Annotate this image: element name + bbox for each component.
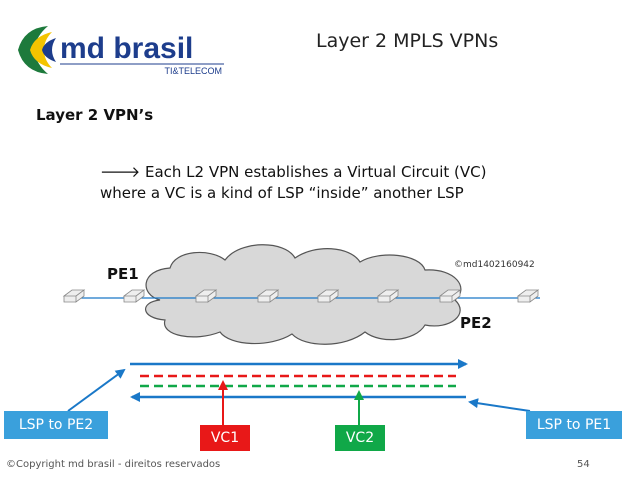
pe1-label: PE1 [107,265,139,283]
slide-title: Layer 2 MPLS VPNs [316,30,499,52]
router-icon [256,289,280,303]
lsp-to-pe2-label: LSP to PE2 [4,411,108,439]
body-line-1: 🡒 Each L2 VPN establishes a Virtual Circ… [100,163,487,181]
pe2-label: PE2 [460,314,492,332]
vc1-label: VC1 [200,425,250,451]
svg-text:md brasil: md brasil [60,32,193,65]
router-icon [62,289,86,303]
section-heading: Layer 2 VPN’s [36,106,154,124]
router-icon [516,289,540,303]
svg-text:TI&TELECOM: TI&TELECOM [164,66,222,76]
router-icon [376,289,400,303]
router-icon [316,289,340,303]
router-icon [194,289,218,303]
vc2-label: VC2 [335,425,385,451]
lsp-to-pe1-label: LSP to PE1 [526,411,622,439]
body-line-2: where a VC is a kind of LSP “inside” ano… [100,184,464,202]
router-icon [122,289,146,303]
brazil-flag-swoosh-icon [18,26,56,74]
router-icon [438,289,462,303]
mpls-cloud [145,244,462,345]
md-brasil-logo: md brasil TI&TELECOM [18,26,224,76]
body-text: 🡒 Each L2 VPN establishes a Virtual Circ… [100,162,486,204]
lsp-pe2-pointer-arrow [67,368,126,412]
lsp-pe1-pointer-arrow [468,398,531,412]
watermark: ©md1402160942 [454,260,535,270]
page-number: 54 [577,459,590,470]
footer-copyright: ©Copyright md brasil - direitos reservad… [6,459,221,470]
